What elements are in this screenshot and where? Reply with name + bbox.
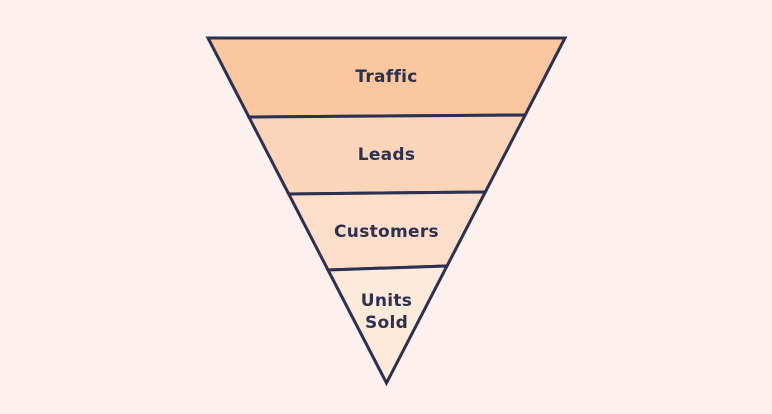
funnel-label-traffic: Traffic bbox=[355, 67, 417, 87]
funnel-stage-units-sold bbox=[325, 264, 450, 387]
funnel-label-units: Units bbox=[361, 291, 412, 311]
funnel-label-leads: Leads bbox=[358, 145, 416, 165]
funnel-label-customers: Customers bbox=[334, 222, 439, 242]
funnel-label-sold: Sold bbox=[365, 313, 408, 333]
